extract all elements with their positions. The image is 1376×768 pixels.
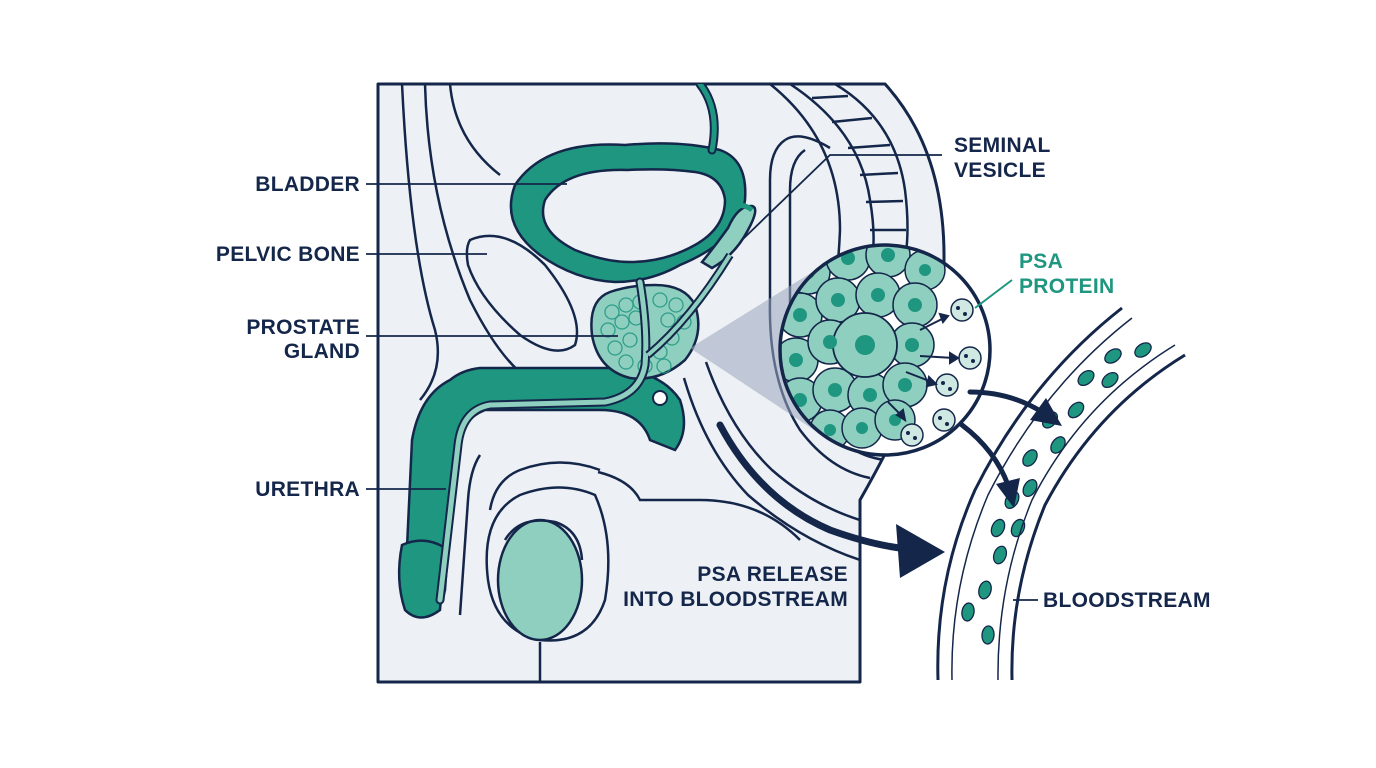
release-arrow bbox=[716, 421, 945, 578]
rectum bbox=[784, 135, 831, 150]
psa-particle bbox=[935, 373, 959, 397]
perineum-line bbox=[704, 361, 861, 522]
glans bbox=[397, 539, 447, 619]
abdominal-wall-line bbox=[400, 84, 440, 401]
testicle bbox=[496, 518, 584, 642]
vessel-wall-inner bbox=[951, 317, 1133, 681]
bulbourethral-gland bbox=[652, 390, 668, 406]
penis-outer-line bbox=[488, 461, 601, 511]
psa-particle bbox=[900, 423, 924, 447]
pelvic-bone bbox=[465, 234, 579, 352]
epididymis bbox=[503, 519, 584, 561]
label-seminal-line1: SEMINAL bbox=[954, 134, 1051, 157]
ureter bbox=[697, 84, 717, 153]
label-pelvic-bone: PELVIC BONE bbox=[215, 243, 360, 266]
psa-protein-leader bbox=[974, 279, 1013, 309]
blood-vessel bbox=[936, 306, 1186, 681]
vessel-wall-inner bbox=[997, 344, 1176, 681]
vas-deferens bbox=[726, 203, 754, 214]
ejaculatory-duct bbox=[646, 253, 732, 357]
psa-particle bbox=[932, 408, 956, 432]
seminal-vesicle-leader bbox=[741, 154, 942, 241]
label-prostate-line2: GLAND bbox=[283, 340, 360, 363]
penis-outer-line bbox=[458, 454, 482, 616]
label-psa-line1: PSA bbox=[1019, 250, 1064, 273]
penis-outer-line bbox=[597, 470, 801, 541]
label-seminal-line2: VESICLE bbox=[954, 159, 1046, 182]
label-bladder: BLADDER bbox=[255, 173, 360, 196]
label-prostate-line1: PROSTATE bbox=[246, 316, 360, 339]
psa-particle bbox=[950, 298, 974, 322]
label-urethra: URETHRA bbox=[255, 478, 360, 501]
perineum-line bbox=[682, 377, 861, 562]
magnifier-ring bbox=[778, 243, 992, 457]
bladder-cavity bbox=[541, 168, 727, 264]
label-release-line2: INTO BLOODSTREAM bbox=[623, 588, 848, 611]
psa-to-blood-arrow bbox=[959, 422, 1020, 508]
vessel-wall-outer bbox=[936, 306, 1123, 681]
label-psa-line2: PROTEIN bbox=[1019, 275, 1115, 298]
urethra-channel bbox=[437, 279, 649, 603]
label-release-line1: PSA RELEASE bbox=[697, 563, 848, 586]
magnified-cells bbox=[778, 243, 992, 457]
vessel-wall-outer bbox=[1010, 353, 1186, 681]
anatomy-panel bbox=[376, 82, 946, 684]
abdominal-wall-line bbox=[423, 84, 531, 382]
seminal-vesicle bbox=[700, 204, 757, 270]
psa-to-blood-arrow bbox=[967, 389, 1062, 426]
label-bloodstream: BLOODSTREAM bbox=[1043, 589, 1211, 612]
psa-particle bbox=[958, 346, 982, 370]
abdominal-wall-line bbox=[448, 84, 501, 176]
